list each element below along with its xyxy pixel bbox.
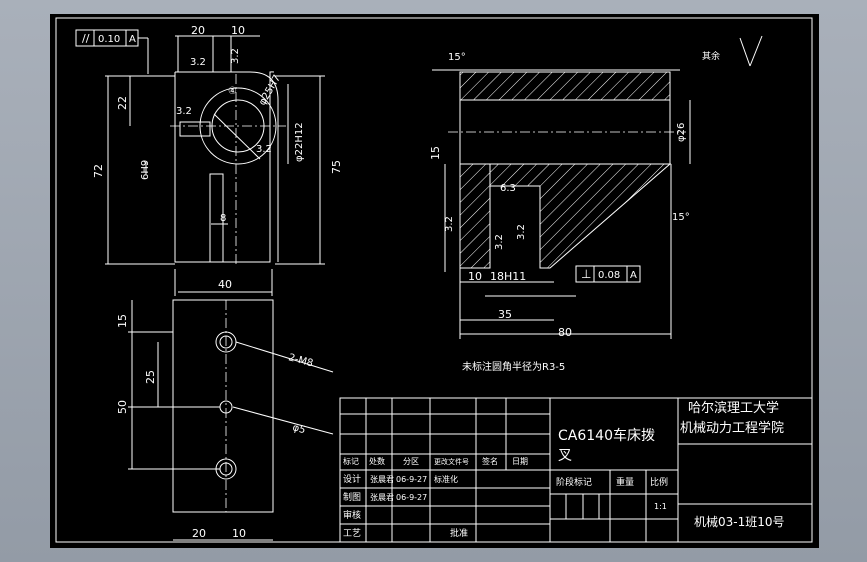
header-date: 日期 bbox=[512, 457, 528, 466]
dim-d26: φ26 bbox=[676, 123, 687, 142]
design-date: 06-9-27 bbox=[396, 475, 427, 484]
dim-75: 75 bbox=[330, 160, 343, 174]
dim-top-20: 20 bbox=[191, 24, 205, 37]
section-view bbox=[432, 35, 763, 339]
dim-section-15: 15 bbox=[429, 146, 442, 160]
roughness-section-c: 3.2 bbox=[516, 224, 527, 240]
dim-p25: 25 bbox=[144, 370, 157, 384]
dim-p10: 10 bbox=[232, 527, 246, 540]
rest-roughness-label: 其余 bbox=[702, 50, 720, 62]
school-line1: 哈尔滨理工大学 bbox=[688, 400, 779, 416]
drawer: 张晨君 bbox=[370, 493, 394, 502]
perp-symbol: ⊥ bbox=[581, 267, 591, 281]
parallel-symbol: // bbox=[82, 32, 90, 45]
header-count: 处数 bbox=[369, 456, 385, 466]
fillet-note: 未标注圆角半径为R3-5 bbox=[462, 360, 565, 373]
upper-hatch bbox=[459, 71, 671, 101]
lower-hatch bbox=[489, 163, 672, 269]
dim-p20: 20 bbox=[192, 527, 206, 540]
dim-b18h11: 18H11 bbox=[490, 270, 526, 283]
drawing-sheet: // 0.10 A 20 10 3.2 3.2 φ25H7 φ22H12 ④ 3… bbox=[50, 14, 819, 548]
perp-tolerance-frame bbox=[575, 265, 641, 283]
label-draw: 制图 bbox=[343, 491, 361, 503]
bore-outer bbox=[199, 87, 277, 165]
roughness-section-b: 3.2 bbox=[494, 234, 505, 250]
label-scale: 比例 bbox=[650, 476, 668, 488]
drawing-canvas: // 0.10 A 20 10 3.2 3.2 φ25H7 φ22H12 ④ 3… bbox=[55, 17, 813, 543]
school-line2: 机械动力工程学院 bbox=[680, 420, 784, 436]
drawing-code: 机械03-1班10号 bbox=[694, 514, 785, 529]
dim-top-10: 10 bbox=[231, 24, 245, 37]
dim-8: 8 bbox=[220, 213, 226, 224]
label-weight: 重量 bbox=[616, 476, 634, 488]
label-review: 审核 bbox=[343, 509, 361, 521]
label-design: 设计 bbox=[343, 473, 361, 485]
bottom-outline bbox=[172, 299, 274, 513]
header-mark: 标记 bbox=[343, 456, 359, 466]
dim-b10: 10 bbox=[468, 270, 482, 283]
dim-b80: 80 bbox=[558, 326, 572, 339]
dim-40: 40 bbox=[218, 278, 232, 291]
label-approve: 批准 bbox=[450, 527, 468, 539]
draw-date: 06-9-27 bbox=[396, 493, 427, 502]
front-view bbox=[75, 29, 325, 296]
header-zone: 分区 bbox=[403, 457, 419, 466]
dim-b35: 35 bbox=[498, 308, 512, 321]
label-craft: 工艺 bbox=[343, 528, 361, 539]
roughness-left: 3.2 bbox=[176, 106, 192, 117]
dim-bore-22: φ22H12 bbox=[294, 122, 305, 162]
bottom-view bbox=[128, 299, 334, 541]
perp-value: 0.08 bbox=[598, 270, 620, 281]
header-sign: 签名 bbox=[482, 456, 498, 466]
roughness-right: 3.2 bbox=[256, 144, 272, 155]
label-m8: 2-M8 bbox=[287, 352, 314, 369]
label-standard: 标准化 bbox=[434, 474, 458, 484]
title-block bbox=[339, 397, 813, 543]
angle-15: 15° bbox=[448, 52, 466, 63]
circle-marker: ④ bbox=[228, 86, 237, 97]
parallel-value: 0.10 bbox=[98, 34, 120, 45]
roughness-6-3: 6.3 bbox=[500, 183, 516, 194]
dim-p50: 50 bbox=[116, 400, 129, 414]
part-name-line2: 叉 bbox=[558, 448, 572, 464]
roughness-top-b: 3.2 bbox=[230, 48, 241, 64]
scale-value: 1:1 bbox=[654, 502, 667, 511]
angle-15-lower: 15° bbox=[672, 212, 690, 223]
label-stage: 阶段标记 bbox=[556, 476, 592, 488]
perp-datum: A bbox=[630, 270, 637, 281]
part-name-line1: CA6140车床拨 bbox=[558, 427, 655, 444]
parallel-datum: A bbox=[129, 34, 136, 45]
roughness-section-a: 3.2 bbox=[444, 216, 455, 232]
designer: 张晨君 bbox=[370, 475, 394, 484]
header-change-doc: 更改文件号 bbox=[434, 457, 469, 466]
dim-72: 72 bbox=[92, 164, 105, 178]
dim-p15: 15 bbox=[116, 314, 129, 328]
roughness-top-a: 3.2 bbox=[190, 57, 206, 68]
label-d5: φ5 bbox=[291, 422, 306, 436]
dim-22: 22 bbox=[116, 96, 129, 110]
dim-6h9: 6H9 bbox=[140, 160, 151, 180]
